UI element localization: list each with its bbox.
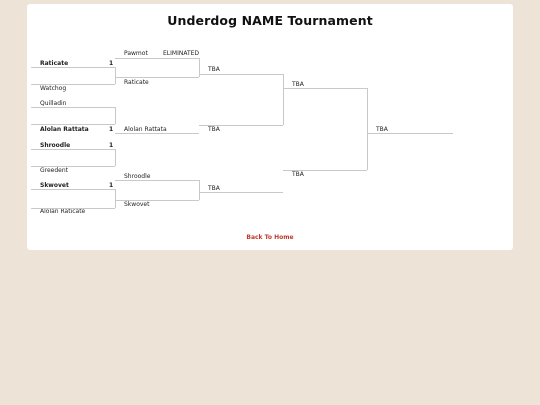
bracket-line (31, 124, 115, 125)
r2-m3-bottom-name: Skwovet (124, 201, 150, 208)
r2-m1-top-status: ELIMINATED (163, 50, 200, 57)
bracket-line (199, 192, 283, 193)
bracket-line (115, 58, 199, 59)
bracket-connector (115, 149, 116, 166)
bracket-connector (367, 88, 368, 170)
bracket-line (283, 170, 367, 171)
r1-m3-top-name: Shroodle (40, 142, 71, 149)
bracket-line (31, 166, 115, 167)
bracket-line (367, 133, 453, 134)
r1-m1-top-name: Raticate (40, 60, 69, 67)
bracket-line (31, 67, 115, 68)
bracket-line (199, 74, 283, 75)
bracket-line (31, 208, 115, 209)
bracket-line (31, 84, 115, 85)
bracket-line (31, 107, 115, 108)
r4-slot-1: TBA (292, 81, 304, 88)
r1-m4-top-seed: 1 (109, 182, 114, 189)
bracket-line (115, 180, 199, 181)
r2-m1-bottom-name: Raticate (124, 79, 149, 86)
bracket-line (115, 133, 199, 134)
bracket-line (31, 149, 115, 150)
r1-m3-top-seed: 1 (109, 142, 114, 149)
bracket-connector (199, 180, 200, 200)
r1-m3-bottom-name: Greedent (40, 167, 69, 174)
r1-m4-top-name: Skwovet (40, 182, 69, 189)
bracket-connector (115, 189, 116, 208)
bracket-connector (283, 74, 284, 125)
r2-m1-top-name: Pawmot (124, 50, 148, 57)
bracket-line (199, 125, 283, 126)
final-slot: TBA (376, 126, 388, 133)
r2-m2-top-name: Alolan Rattata (124, 126, 167, 133)
r1-m2-top-name: Quilladin (40, 100, 67, 107)
r3-slot-1: TBA (208, 66, 220, 73)
r3-slot-3: TBA (208, 185, 220, 192)
bracket-connector (115, 107, 116, 124)
bracket-connector (115, 67, 116, 84)
r3-slot-2: TBA (208, 126, 220, 133)
r1-m2-bottom-seed: 1 (109, 126, 114, 133)
r1-m4-bottom-name: Alolan Raticate (40, 208, 86, 215)
r1-m1-top-seed: 1 (109, 60, 114, 67)
bracket-line (31, 189, 115, 190)
r1-m2-bottom-name: Alolan Rattata (40, 126, 89, 133)
bracket-line (115, 200, 199, 201)
r4-slot-2: TBA (292, 171, 304, 178)
bracket-line (283, 88, 367, 89)
r1-m1-bottom-name: Watchog (40, 85, 67, 92)
page-title: Underdog NAME Tournament (167, 13, 373, 28)
back-to-home-link[interactable]: Back To Home (246, 234, 294, 241)
tournament-card: Underdog NAME Tournament Raticate 1 Watc… (27, 4, 513, 250)
bracket-connector (199, 58, 200, 77)
r2-m3-top-name: Shroodle (124, 173, 151, 180)
bracket-line (115, 77, 199, 78)
